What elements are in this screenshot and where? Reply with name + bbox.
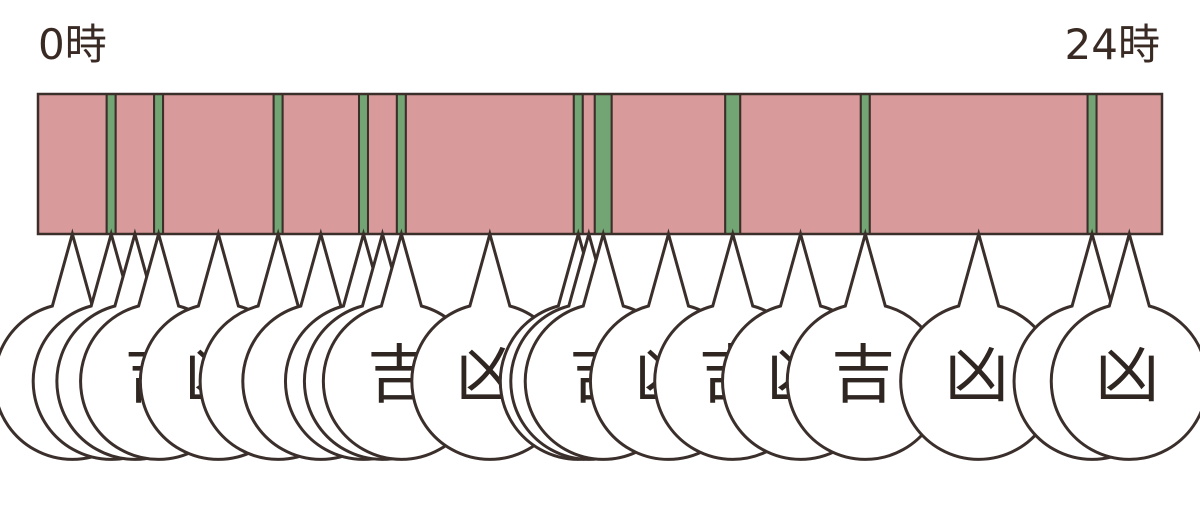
segment-kichi-12 (572, 93, 584, 235)
bubble-label-kyo: 凶 (945, 339, 1009, 413)
segment-kyo-15 (610, 93, 727, 235)
segment-kyo-5 (162, 93, 275, 235)
segment-kichi-6 (272, 93, 284, 235)
segment-kyo-7 (281, 93, 360, 235)
segment-kichi-18 (859, 93, 871, 235)
segment-kyo-19 (868, 93, 1089, 235)
timeline-bar (36, 92, 1164, 236)
segment-kyo-9 (366, 93, 398, 235)
segment-kyo-13 (581, 93, 596, 235)
segment-kichi-20 (1086, 93, 1098, 235)
segment-kichi-4 (153, 93, 165, 235)
fortune-bubble-21: 凶 (1049, 228, 1200, 461)
segment-kichi-16 (724, 93, 742, 235)
segment-kyo-11 (404, 93, 575, 235)
segment-kichi-8 (357, 93, 369, 235)
timeline-frame (36, 92, 1164, 236)
segment-kyo-17 (739, 93, 862, 235)
bubble-label-kyo: 凶 (1095, 339, 1159, 413)
segment-kichi-10 (395, 93, 407, 235)
end-hour-label: 24時 (1064, 20, 1160, 69)
fortune-bubbles: 凶吉凶吉凶吉凶吉凶吉凶吉凶吉凶吉凶吉凶吉凶 (0, 228, 1200, 461)
segment-kichi-2 (105, 93, 117, 235)
segment-kyo-3 (114, 93, 156, 235)
bubble-shape (1049, 228, 1200, 461)
start-hour-label: 0時 (38, 20, 107, 69)
segment-kichi-14 (593, 93, 613, 235)
segment-kyo-1 (37, 93, 108, 235)
bubble-label-kichi: 吉 (831, 339, 895, 413)
segment-kyo-21 (1095, 93, 1164, 235)
